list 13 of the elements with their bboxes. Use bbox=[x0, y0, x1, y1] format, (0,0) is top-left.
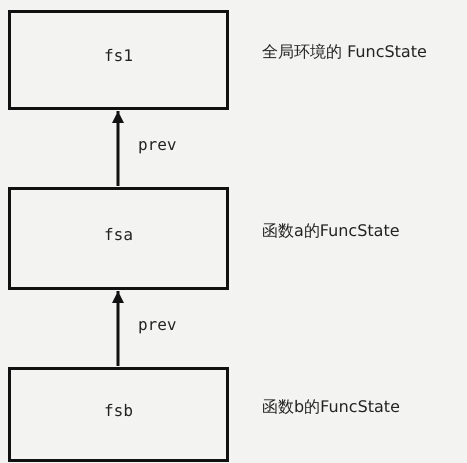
state-box bbox=[8, 367, 229, 462]
node-caption: 全局环境的 FuncState bbox=[262, 44, 427, 60]
box-label: fsa bbox=[104, 224, 133, 246]
box-label: fs1 bbox=[104, 45, 133, 67]
arrow bbox=[112, 111, 124, 186]
edge-label: prev bbox=[138, 136, 177, 152]
state-box bbox=[8, 187, 229, 290]
node-caption: 函数a的FuncState bbox=[262, 222, 400, 238]
state-box bbox=[8, 10, 229, 110]
box-label: fsb bbox=[104, 400, 133, 422]
arrow bbox=[112, 291, 124, 366]
edge-label: prev bbox=[138, 316, 177, 332]
node-caption: 函数b的FuncState bbox=[262, 398, 400, 414]
